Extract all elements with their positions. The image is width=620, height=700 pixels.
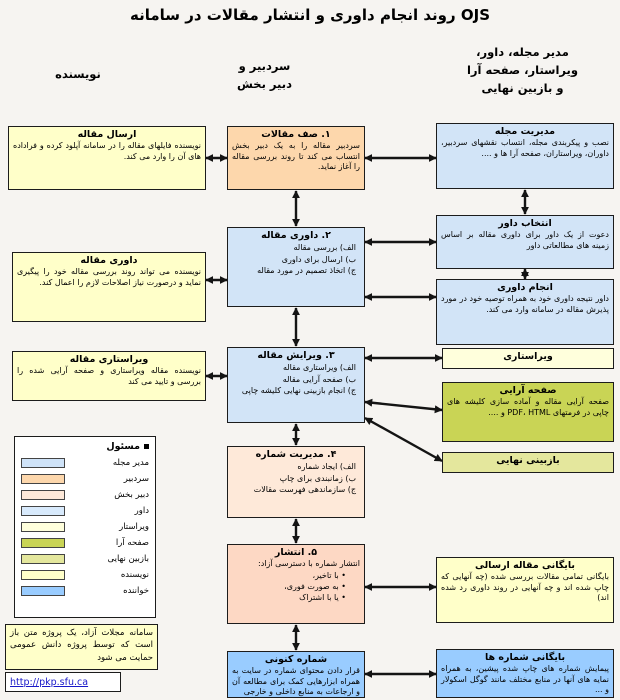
box-item: ب) ارسال برای داوری (281, 254, 356, 264)
box-title: مدیریت مجله (494, 126, 556, 137)
box-body: پیمایش شماره های چاپ شده پیشین، به همراه… (441, 664, 609, 695)
pkp-link[interactable]: http://pkp.sfu.ca (10, 676, 89, 688)
box-current-issue: شماره کنونی قرار دادن محتوای شماره در سا… (227, 651, 365, 698)
box-pkp-note: سامانه مجلات آزاد، یک پروژه متن باز است … (5, 624, 158, 670)
box-copyediting: ویراستاری (442, 348, 614, 369)
box-title: صفحه آرایی (499, 385, 557, 396)
box-title: ویراستاری مقاله (69, 354, 149, 365)
legend-swatch (21, 522, 65, 532)
box-item: الف) ویراستاری مقاله (282, 363, 356, 373)
legend-label: خواننده (123, 586, 149, 596)
box-item: الف) ایجاد شماره (297, 462, 356, 472)
box-title: شماره کنونی (264, 654, 328, 665)
box-title: بایگانی مقاله ارسالی (474, 560, 575, 571)
box-author-copyedit: ویراستاری مقاله نویسنده مقاله ویراستاری … (12, 351, 206, 401)
column-header-author: نویسنده (55, 67, 101, 81)
legend-swatch (21, 490, 65, 500)
box-author-review: داوری مقاله نویسنده می تواند روند بررسی … (12, 252, 206, 322)
box-step4-issue-management: ۴. مدیریت شماره الف) ایجاد شماره ب) زمان… (227, 446, 365, 518)
box-item: با تاخیر، (232, 570, 360, 581)
box-title: ۲. داوری مقاله (261, 230, 331, 241)
legend-item: صفحه آرا (21, 535, 149, 551)
box-title: داوری مقاله (80, 255, 138, 266)
legend-item: دبیر بخش (21, 487, 149, 503)
legend-swatch (21, 570, 65, 580)
box-item: ج) انجام بازبینی نهایی کلیشه چاپی (241, 385, 356, 395)
legend-item: سردبیر (21, 471, 149, 487)
box-title: انجام داوری (497, 282, 553, 293)
box-title: بازبینی نهایی (496, 455, 560, 466)
pkp-link-box: http://pkp.sfu.ca (5, 672, 121, 692)
box-proofreading: بازبینی نهایی (442, 452, 614, 473)
legend-item: خواننده (21, 583, 149, 599)
legend-label: ویراستار (119, 522, 149, 532)
legend-label: مدیر مجله (112, 458, 149, 468)
box-body: نویسنده می تواند روند بررسی مقاله خود را… (17, 267, 201, 287)
box-item: ب) زمانبندی برای چاپ (279, 473, 356, 483)
box-body: داور نتیجه داوری خود به همراه توصیه خود … (441, 294, 609, 314)
box-title: ۴. مدیریت شماره (255, 449, 337, 460)
box-submit-article: ارسال مقاله نویسنده فایلهای مقاله را در … (8, 126, 206, 190)
box-title: انتخاب داور (498, 218, 552, 229)
legend-item: مدیر مجله (21, 455, 149, 471)
legend-label: بازبین نهایی (107, 554, 150, 564)
pkp-note-text: سامانه مجلات آزاد، یک پروژه متن باز است … (10, 628, 153, 663)
page-title: روند انجام داوری و انتشار مقالات در ساما… (129, 6, 490, 24)
box-title: ویراستاری (503, 351, 553, 362)
legend-item: بازبین نهایی (21, 551, 149, 567)
box-item: الف) بررسی مقاله (293, 243, 356, 253)
legend-label: صفحه آرا (115, 538, 149, 548)
legend-swatch (21, 586, 65, 596)
box-body: صفحه آرایی مقاله و آماده سازی کلیشه های … (447, 397, 609, 417)
legend: مسئول مدیر مجله سردبیر دبیر بخش داور ویر… (14, 436, 156, 618)
column-header-editor: سردبیر و دبیر بخش (237, 59, 292, 91)
box-step2-review: ۲. داوری مقاله الف) بررسی مقاله ب) ارسال… (227, 227, 365, 307)
legend-label: سردبیر (123, 474, 149, 484)
box-lead: انتشار شماره با دسترسی آزاد: (258, 559, 360, 569)
column-header-manager-reviewer: مدیر مجله، داور، ویراستار، صفحه آرا و با… (466, 45, 579, 95)
legend-title: مسئول (21, 441, 149, 452)
legend-label: نویسنده (120, 570, 149, 580)
box-title: ۳. ویرایش مقاله (257, 350, 335, 361)
box-item: ج) سازماندهی فهرست مقالات (253, 484, 356, 494)
legend-swatch (21, 458, 65, 468)
box-layout: صفحه آرایی صفحه آرایی مقاله و آماده سازی… (442, 382, 614, 442)
box-body: نویسنده فایلهای مقاله را در سامانه آپلود… (13, 141, 201, 161)
box-step3-editing: ۳. ویرایش مقاله الف) ویراستاری مقاله ب) … (227, 347, 365, 423)
box-title: ۵. انتشار (274, 547, 318, 558)
box-item: به صورت فوری، (232, 581, 360, 592)
box-step1-queue: ۱. صف مقالات سردبیر مقاله را به یک دبیر … (227, 126, 365, 190)
legend-item: ویراستار (21, 519, 149, 535)
box-item: ج) اتخاذ تصمیم در مورد مقاله (257, 265, 356, 275)
box-body: نویسنده مقاله ویراستاری و صفحه آرایی شده… (17, 366, 201, 386)
box-title: ۱. صف مقالات (261, 129, 331, 140)
box-perform-review: انجام داوری داور نتیجه داوری خود به همرا… (436, 279, 614, 345)
legend-bullet-icon (144, 444, 149, 449)
box-submission-archive: بایگانی مقاله ارسالی بایگانی تمامی مقالا… (436, 557, 614, 623)
box-select-reviewer: انتخاب داور دعوت از یک داور برای داوری م… (436, 215, 614, 269)
box-item: ب) صفحه آرایی مقاله (282, 374, 356, 384)
box-step5-publication: ۵. انتشار انتشار شماره با دسترسی آزاد: ب… (227, 544, 365, 624)
box-issue-archive: بایگانی شماره ها پیمایش شماره های چاپ شد… (436, 649, 614, 698)
legend-swatch (21, 474, 65, 484)
legend-label: داور (134, 506, 149, 516)
legend-swatch (21, 554, 65, 564)
box-body: بایگانی تمامی مقالات بررسی شده (چه آنهای… (441, 572, 609, 603)
legend-title-text: مسئول (106, 441, 140, 452)
box-body: دعوت از یک داور برای داوری مقاله بر اساس… (441, 230, 609, 250)
box-body: قرار دادن محتوای شماره در سایت به همراه … (232, 666, 360, 697)
box-journal-management: مدیریت مجله نصب و پیکربندی مجله، انتساب … (436, 123, 614, 189)
box-title: ارسال مقاله (77, 129, 137, 140)
box-item: یا با اشتراک (232, 592, 360, 603)
legend-item: داور (21, 503, 149, 519)
legend-item: نویسنده (21, 567, 149, 583)
legend-swatch (21, 506, 65, 516)
box-body: سردبیر مقاله را به یک دبیر بخش انتساب می… (232, 141, 360, 172)
box-body: نصب و پیکربندی مجله، انتساب نقشهای سردبی… (441, 138, 609, 158)
legend-swatch (21, 538, 65, 548)
box-title: بایگانی شماره ها (484, 652, 566, 663)
legend-label: دبیر بخش (114, 490, 149, 500)
